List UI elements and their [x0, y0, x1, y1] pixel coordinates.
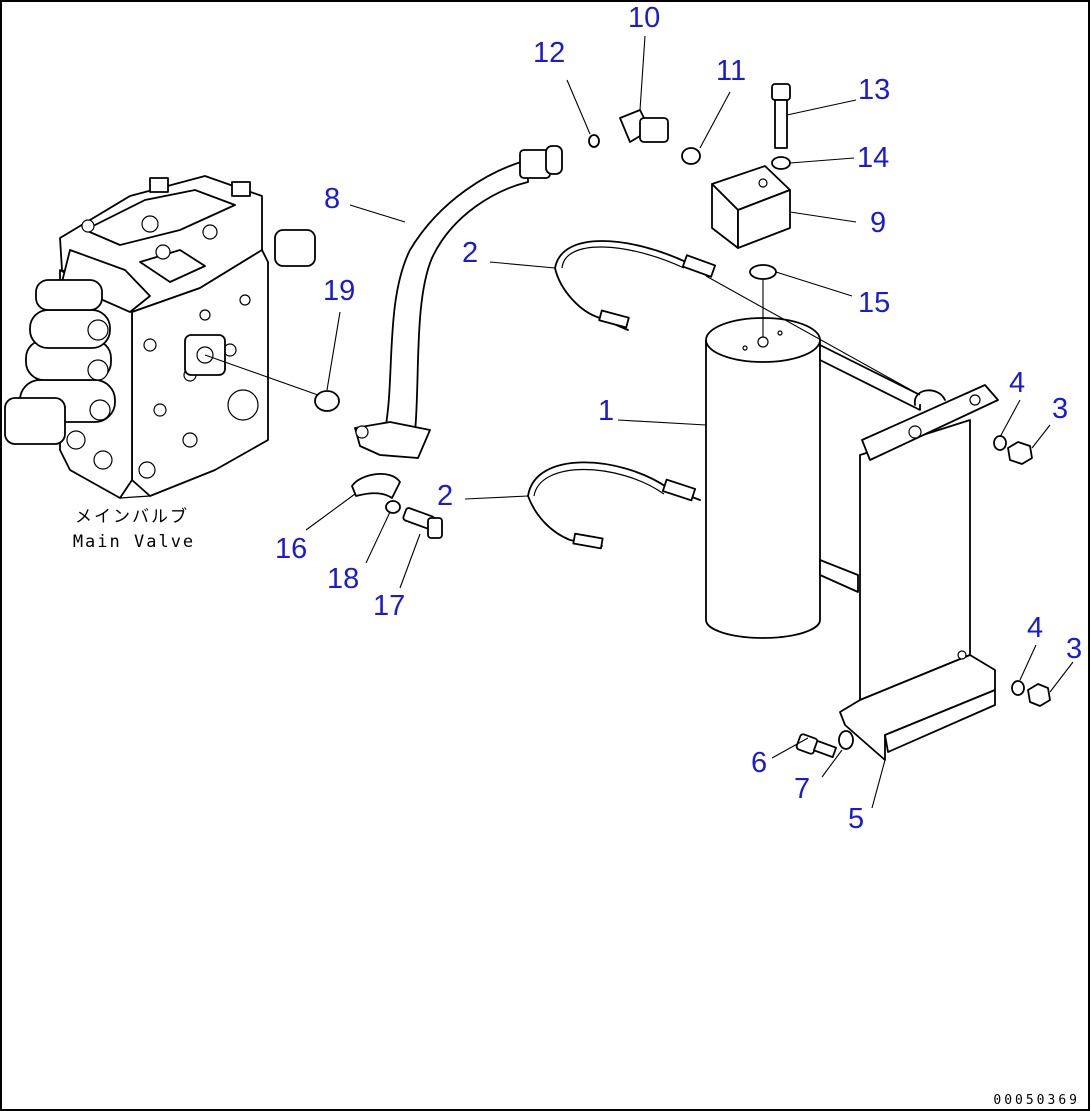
callout-6: 6: [751, 747, 767, 779]
block-9: [711, 165, 791, 249]
callout-19: 19: [323, 275, 355, 307]
washer-4-lower: [1011, 680, 1025, 696]
bolt-17: [402, 507, 443, 539]
callout-2-lower: 2: [437, 480, 453, 512]
callout-2-upper: 2: [462, 237, 478, 269]
callout-4-upper: 4: [1009, 367, 1025, 399]
callout-5: 5: [848, 803, 864, 835]
o-ring-11: [681, 147, 701, 165]
clamp-16: [351, 473, 401, 499]
elbow-10: [619, 109, 669, 143]
callout-8: 8: [324, 183, 340, 215]
callout-13: 13: [858, 74, 890, 106]
callout-16: 16: [275, 533, 307, 565]
callout-12: 12: [533, 37, 565, 69]
callout-18: 18: [327, 563, 359, 595]
callout-3-upper: 3: [1052, 393, 1068, 425]
plug-19: [314, 390, 340, 412]
leader-lines: [305, 35, 1074, 809]
main-valve: [4, 175, 316, 499]
callout-14: 14: [857, 142, 889, 174]
callout-3-lower: 3: [1066, 633, 1082, 665]
washer-14: [771, 156, 791, 170]
callout-4-lower: 4: [1027, 612, 1043, 644]
washer-4-upper: [993, 435, 1007, 451]
drawing-code: 00050369: [993, 1093, 1080, 1108]
nut-3-lower: [1027, 683, 1051, 707]
tank-1: [705, 317, 821, 639]
cable-2-upper: [554, 240, 717, 331]
callout-10: 10: [628, 2, 660, 34]
callout-7: 7: [794, 773, 810, 805]
callout-15: 15: [858, 287, 890, 319]
bolt-6: [795, 733, 838, 759]
washer-18: [385, 500, 401, 514]
bolt-13: [771, 83, 791, 149]
cable-2-lower: [527, 461, 701, 550]
o-ring-15: [749, 264, 777, 280]
washer-7: [838, 730, 854, 750]
nut-3-upper: [1007, 441, 1033, 465]
hose-8: [354, 145, 563, 459]
bracket-5: [819, 344, 999, 761]
caption-english: Main Valve: [73, 532, 195, 552]
callout-9: 9: [870, 207, 886, 239]
caption-japanese: メインバルブ: [75, 506, 189, 527]
callout-17: 17: [373, 590, 405, 622]
o-ring-12: [588, 134, 600, 148]
callout-labels: 1 2 2 3 3 4 4 5 6 7 8 9 10 11 12 13 14 1…: [275, 2, 1082, 835]
callout-11: 11: [716, 55, 746, 87]
callout-1: 1: [598, 395, 614, 427]
main-valve-caption: メインバルブ Main Valve: [73, 506, 195, 552]
